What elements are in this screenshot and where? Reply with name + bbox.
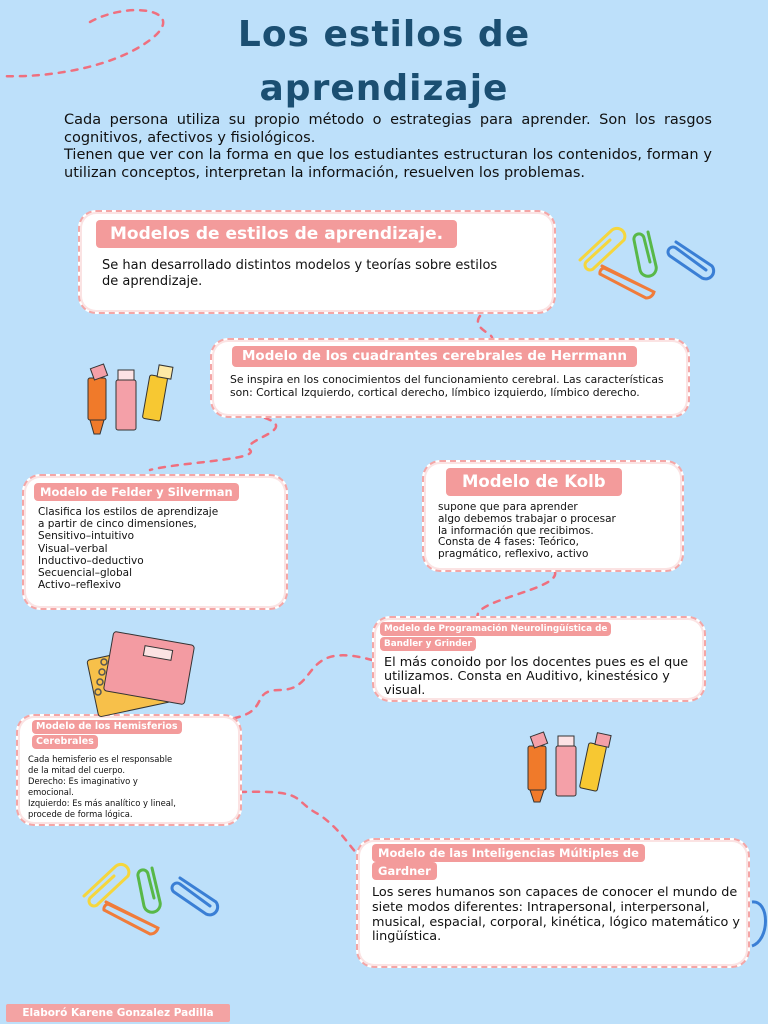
card-modelos: Modelos de estilos de aprendizaje. Se ha… <box>78 210 556 314</box>
kolb-line: pragmático, reflexivo, activo <box>438 548 589 561</box>
card-modelos-text: Se han desarrollado distintos modelos y … <box>102 258 498 289</box>
card-hemisferios-text: Cada hemisferio es el responsable de la … <box>28 754 242 820</box>
felder-line: a partir de cinco dimensiones, <box>38 518 197 531</box>
hemisferios-line: emocional. <box>28 787 74 797</box>
paperclip-icon <box>82 862 220 936</box>
notebook-icon <box>86 631 195 718</box>
kolb-line: la información que recibimos. <box>438 524 594 537</box>
hemisferios-line: Derecho: Es imaginativo y <box>28 776 138 786</box>
card-pnl-title-line1: Modelo de Programación Neurolingüística … <box>380 622 612 636</box>
hemisferios-line: procede de forma lógica. <box>28 809 133 819</box>
card-gardner-title-line1: Modelo de las Inteligencias Múltiples de <box>372 844 645 862</box>
felder-line: Activo–reflexivo <box>38 579 121 592</box>
felder-line: Inductivo–deductivo <box>38 554 144 567</box>
card-kolb-title: Modelo de Kolb <box>446 468 622 496</box>
card-herrmann-title: Modelo de los cuadrantes cerebrales de H… <box>232 346 638 367</box>
card-pnl-text: El más conoido por los docentes pues es … <box>384 655 689 698</box>
hemisferios-line: de la mitad del cuerpo. <box>28 765 126 775</box>
page-title-line1: Los estilos de <box>237 14 531 55</box>
kolb-line: Consta de 4 fases: Teórico, <box>438 536 579 549</box>
felder-line: Clasifica los estilos de aprendizaje <box>38 506 219 518</box>
card-hemisferios-title-line2: Cerebrales <box>32 735 98 749</box>
kolb-line: supone que para aprender <box>438 501 578 513</box>
card-felder-text: Clasifica los estilos de aprendizaje a p… <box>38 506 284 591</box>
intro-paragraph-1: Cada persona utiliza su propio método o … <box>64 112 712 146</box>
card-hemisferios-title-line1: Modelo de los Hemisferios <box>32 720 182 734</box>
kolb-line: algo debemos trabajar o procesar <box>438 512 616 525</box>
card-felder-title: Modelo de Felder y Silverman <box>34 483 239 501</box>
intro-paragraph-2: Tienen que ver con la forma en que los e… <box>64 147 712 181</box>
felder-line: Sensitivo–intuitivo <box>38 530 135 543</box>
card-gardner-text: Los seres humanos son capaces de conocer… <box>372 885 740 945</box>
card-gardner-title-line2: Gardner <box>372 862 437 880</box>
paperclip-icon <box>578 226 716 300</box>
card-hemisferios: Modelo de los Hemisferios Cerebrales Cad… <box>16 714 242 826</box>
card-herrmann: Modelo de los cuadrantes cerebrales de H… <box>210 338 690 418</box>
hemisferios-line: Cada hemisferio es el responsable <box>28 754 173 764</box>
felder-line: Visual–verbal <box>38 542 108 555</box>
card-pnl: Modelo de Programación Neurolingüística … <box>372 616 706 702</box>
card-kolb-text: supone que para aprender algo debemos tr… <box>438 501 678 561</box>
hemisferios-line: Izquierdo: Es más analítico y lineal, <box>28 798 176 808</box>
card-modelos-title: Modelos de estilos de aprendizaje. <box>96 220 458 248</box>
highlighter-icon <box>527 731 612 803</box>
card-herrmann-text: Se inspira en los conocimientos del func… <box>230 373 664 399</box>
page-title-line2: aprendizaje <box>259 68 509 109</box>
intro-text: Cada persona utiliza su propio método o … <box>64 112 712 182</box>
highlighter-icon <box>87 363 174 435</box>
card-gardner: Modelo de las Inteligencias Múltiples de… <box>356 838 750 968</box>
card-pnl-title-line2: Bandler y Grinder <box>380 637 476 651</box>
felder-line: Secuencial–global <box>38 567 132 580</box>
footer-credit: Elaboró Karene Gonzalez Padilla <box>6 1004 230 1022</box>
card-felder: Modelo de Felder y Silverman Clasifica l… <box>22 474 288 610</box>
card-kolb: Modelo de Kolb supone que para aprender … <box>422 460 684 572</box>
